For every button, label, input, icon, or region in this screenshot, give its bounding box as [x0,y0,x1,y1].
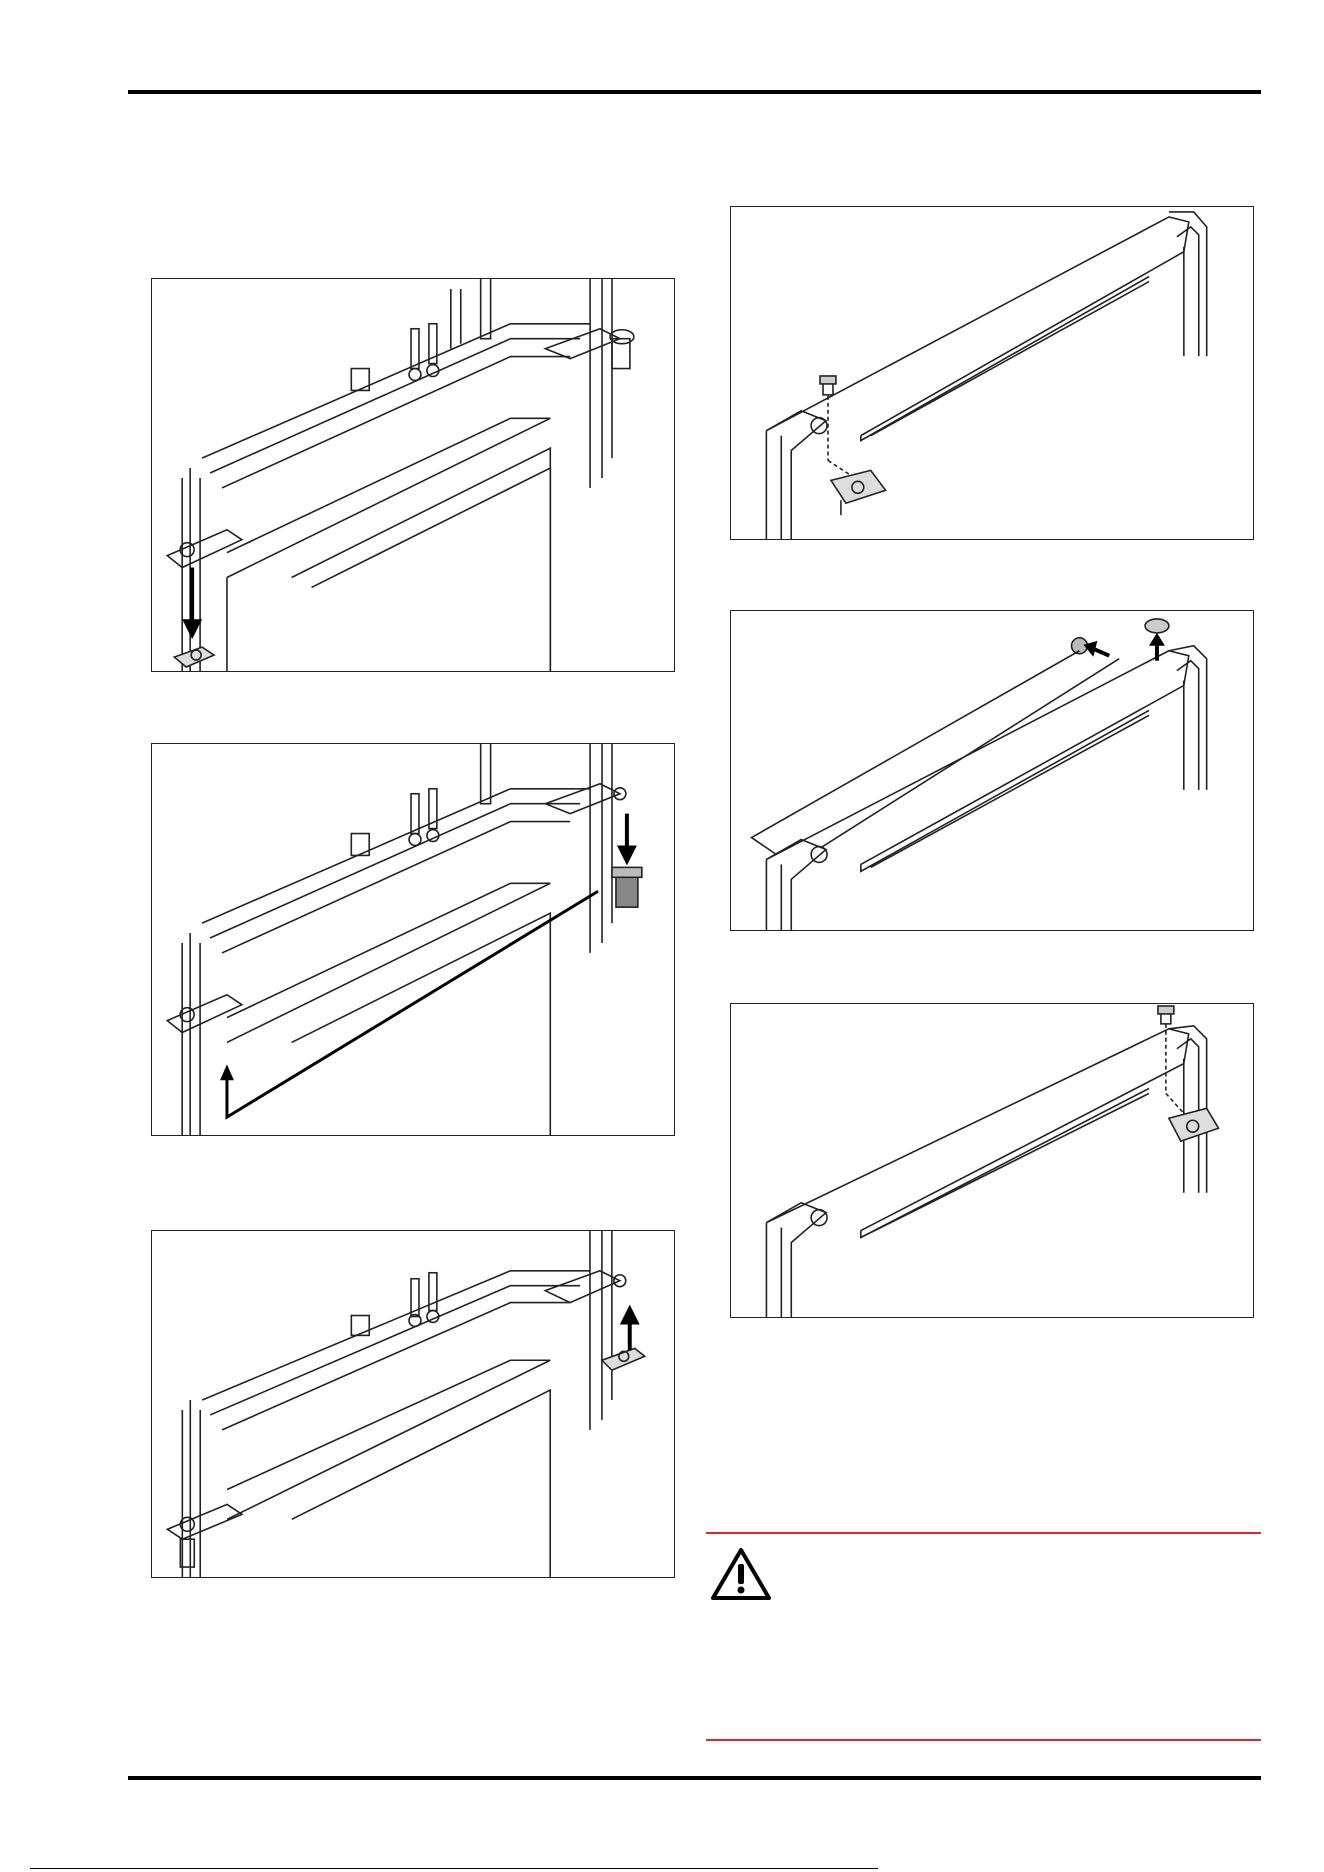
arrow-down-icon [182,568,202,640]
top-plate-screw-removal-illustration [731,207,1253,539]
top-plate-screw-install-illustration [731,1004,1253,1317]
warning-top-rule [706,1532,1261,1534]
figure-top-plate-screw-install [730,1003,1254,1318]
figure-hinge-removal [151,278,675,672]
pin-transfer-illustration [152,744,674,1135]
arrow-up-icon [620,1305,640,1351]
warning-bottom-rule [706,1739,1261,1741]
figure-hinge-mount [151,1230,675,1578]
hinge-removal-illustration [152,279,674,671]
footer-rule [128,1776,1261,1780]
figure-cover-cap-swap [730,610,1254,931]
hinge-mount-illustration [152,1231,674,1577]
footnote-rule [30,1868,878,1869]
figure-pin-transfer [151,743,675,1136]
cap-arrow-icons [1083,633,1164,661]
header-rule [128,90,1261,94]
figure-top-plate-screw-removal [730,206,1254,540]
warning-triangle-icon [710,1547,772,1601]
cover-cap-swap-illustration [731,611,1253,930]
